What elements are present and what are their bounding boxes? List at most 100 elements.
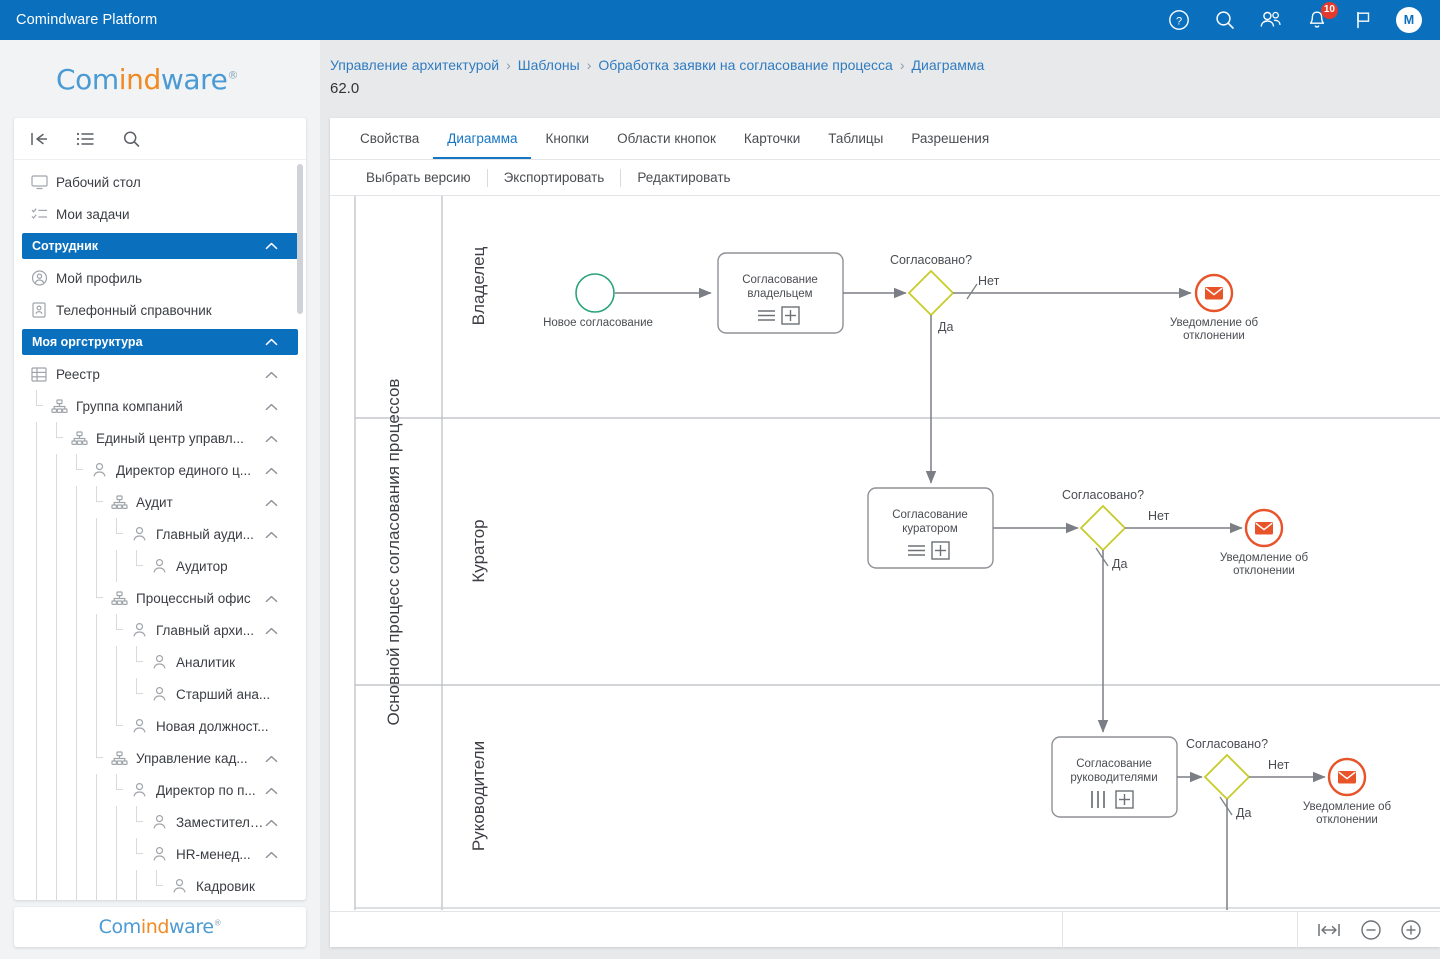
sidebar-item-8[interactable]: Единый центр управл... xyxy=(14,422,306,454)
list-icon[interactable] xyxy=(76,129,96,149)
footer-brand-logo: Comindware® xyxy=(14,907,306,947)
sidebar-item-6[interactable]: Реестр xyxy=(14,358,306,390)
sidebar-item-7[interactable]: Группа компаний xyxy=(14,390,306,422)
breadcrumb: Управление архитектурой›Шаблоны›Обработк… xyxy=(330,54,1430,100)
bpmn-diagram: Основной процесс согласования процессов … xyxy=(354,196,1440,910)
sidebar-item-label: Аудитор xyxy=(176,558,228,574)
subprocess-marker-icon xyxy=(781,306,800,325)
contact-card-icon xyxy=(30,302,48,318)
chevron-up-icon[interactable] xyxy=(265,847,292,862)
sidebar-item-label: Новая должност... xyxy=(156,718,269,734)
chevron-up-icon[interactable] xyxy=(265,335,288,349)
zoom-controls xyxy=(1298,919,1440,941)
sidebar-item-14[interactable]: Главный архи... xyxy=(14,614,306,646)
brand-part-2: ind xyxy=(118,62,162,96)
help-icon[interactable]: ? xyxy=(1166,7,1192,33)
zoom-in-icon[interactable] xyxy=(1400,919,1422,941)
tab-5[interactable]: Таблицы xyxy=(828,131,884,146)
toolbar-divider xyxy=(486,168,488,187)
sidebar-item-0[interactable]: Рабочий стол xyxy=(14,166,306,198)
lane-label-2: Руководители xyxy=(469,741,488,851)
people-icon[interactable] xyxy=(1258,7,1284,33)
tab-6[interactable]: Разрешения xyxy=(911,131,990,146)
sidebar-item-15[interactable]: Аналитик xyxy=(14,646,306,678)
chevron-up-icon[interactable] xyxy=(265,431,292,446)
sidebar-item-19[interactable]: Директор по п... xyxy=(14,774,306,806)
action-button-0[interactable]: Выбрать версию xyxy=(366,170,471,185)
tree-scrollbar[interactable] xyxy=(297,164,303,314)
chevron-up-icon[interactable] xyxy=(265,399,292,414)
flow-label-no-2: Нет xyxy=(1268,758,1290,772)
breadcrumb-link-1[interactable]: Шаблоны xyxy=(517,57,580,73)
sidebar-item-label: Группа компаний xyxy=(76,398,183,414)
tab-1[interactable]: Диаграмма xyxy=(433,119,532,159)
svg-text:?: ? xyxy=(1176,15,1182,27)
end-event-0-line1: Уведомление об xyxy=(1170,317,1259,329)
chevron-up-icon[interactable] xyxy=(265,239,288,253)
sidebar-item-3[interactable]: Мой профиль xyxy=(14,262,306,294)
zoom-out-icon[interactable] xyxy=(1360,919,1382,941)
breadcrumb-items: Управление архитектурой›Шаблоны›Обработк… xyxy=(330,57,984,73)
tab-4[interactable]: Карточки xyxy=(743,131,801,146)
tab-3[interactable]: Области кнопок xyxy=(617,131,716,146)
sidebar-item-20[interactable]: Заместитель... xyxy=(14,806,306,838)
sidebar-item-9[interactable]: Директор единого ц... xyxy=(14,454,306,486)
desktop-icon xyxy=(30,174,48,190)
sidebar-group-5[interactable]: Моя оргструктура xyxy=(22,329,298,355)
notifications-bell-icon[interactable]: 10 xyxy=(1304,2,1338,33)
flow-label-no-0: Нет xyxy=(978,274,1000,288)
sidebar-item-4[interactable]: Телефонный справочник xyxy=(14,294,306,326)
sidebar-item-1[interactable]: Мои задачи xyxy=(14,198,306,230)
tab-0[interactable]: Свойства xyxy=(360,131,420,146)
sidebar-item-12[interactable]: Аудитор xyxy=(14,550,306,582)
chevron-up-icon[interactable] xyxy=(265,495,292,510)
sidebar-item-16[interactable]: Старший ана... xyxy=(14,678,306,710)
action-toolbar: Выбрать версию Экспортировать Редактироват… xyxy=(330,160,1440,196)
chevron-up-icon[interactable] xyxy=(265,815,292,830)
sidebar-item-label: Реестр xyxy=(56,366,100,382)
chevron-up-icon[interactable] xyxy=(265,591,292,606)
start-event[interactable] xyxy=(575,273,615,313)
footer-brand-part-1: Com xyxy=(98,916,142,938)
sidebar-group-2[interactable]: Сотрудник xyxy=(22,233,298,259)
chevron-up-icon[interactable] xyxy=(265,751,292,766)
avatar[interactable]: M xyxy=(1396,7,1422,33)
search-icon[interactable] xyxy=(122,129,142,149)
chevron-up-icon[interactable] xyxy=(265,463,292,478)
chevron-up-icon[interactable] xyxy=(265,623,292,638)
fit-to-width-icon[interactable] xyxy=(1316,920,1342,940)
chevron-up-icon[interactable] xyxy=(265,783,292,798)
brand-logo: Comindware® xyxy=(0,40,320,118)
sidebar-item-22[interactable]: Кадровик xyxy=(14,870,306,900)
sidebar-item-17[interactable]: Новая должност... xyxy=(14,710,306,742)
tab-2[interactable]: Кнопки xyxy=(545,131,590,146)
breadcrumb-link-0[interactable]: Управление архитектурой xyxy=(330,57,500,73)
pool-label: Основной процесс согласования процессов xyxy=(384,379,403,726)
breadcrumb-link-2[interactable]: Обработка заявки на согласование процесс… xyxy=(598,57,893,73)
chevron-up-icon[interactable] xyxy=(265,367,292,382)
sidebar-item-18[interactable]: Управление кад... xyxy=(14,742,306,774)
collapse-panel-icon[interactable] xyxy=(30,129,50,149)
user-circle-icon xyxy=(30,270,48,286)
footer-brand-registered: ® xyxy=(213,918,222,928)
breadcrumb-separator: › xyxy=(506,57,511,73)
flag-icon[interactable] xyxy=(1350,7,1376,33)
chevron-up-icon[interactable] xyxy=(265,527,292,542)
content-panel: Свойства Диаграмма Кнопки Области кнопок Кар… xyxy=(330,118,1440,948)
breadcrumb-link-3[interactable]: Диаграмма xyxy=(911,57,985,73)
sidebar-item-13[interactable]: Процессный офис xyxy=(14,582,306,614)
gateway-approved-owner[interactable] xyxy=(907,269,955,317)
sidebar-item-11[interactable]: Главный ауди... xyxy=(14,518,306,550)
sidebar-item-21[interactable]: HR-менед... xyxy=(14,838,306,870)
gateway-approved-curator[interactable] xyxy=(1079,504,1127,552)
diagram-canvas[interactable]: Основной процесс согласования процессов … xyxy=(330,196,1440,910)
sidebar-item-10[interactable]: Аудит xyxy=(14,486,306,518)
action-button-2[interactable]: Редактировать xyxy=(637,170,731,185)
search-icon[interactable] xyxy=(1212,7,1238,33)
action-button-1[interactable]: Экспортировать xyxy=(503,170,605,185)
gateway-approved-managers[interactable] xyxy=(1203,753,1251,801)
flow-label-yes-2: Да xyxy=(1236,806,1251,820)
lane-label-1: Куратор xyxy=(469,519,488,582)
lane-label-0: Владелец xyxy=(469,246,488,325)
